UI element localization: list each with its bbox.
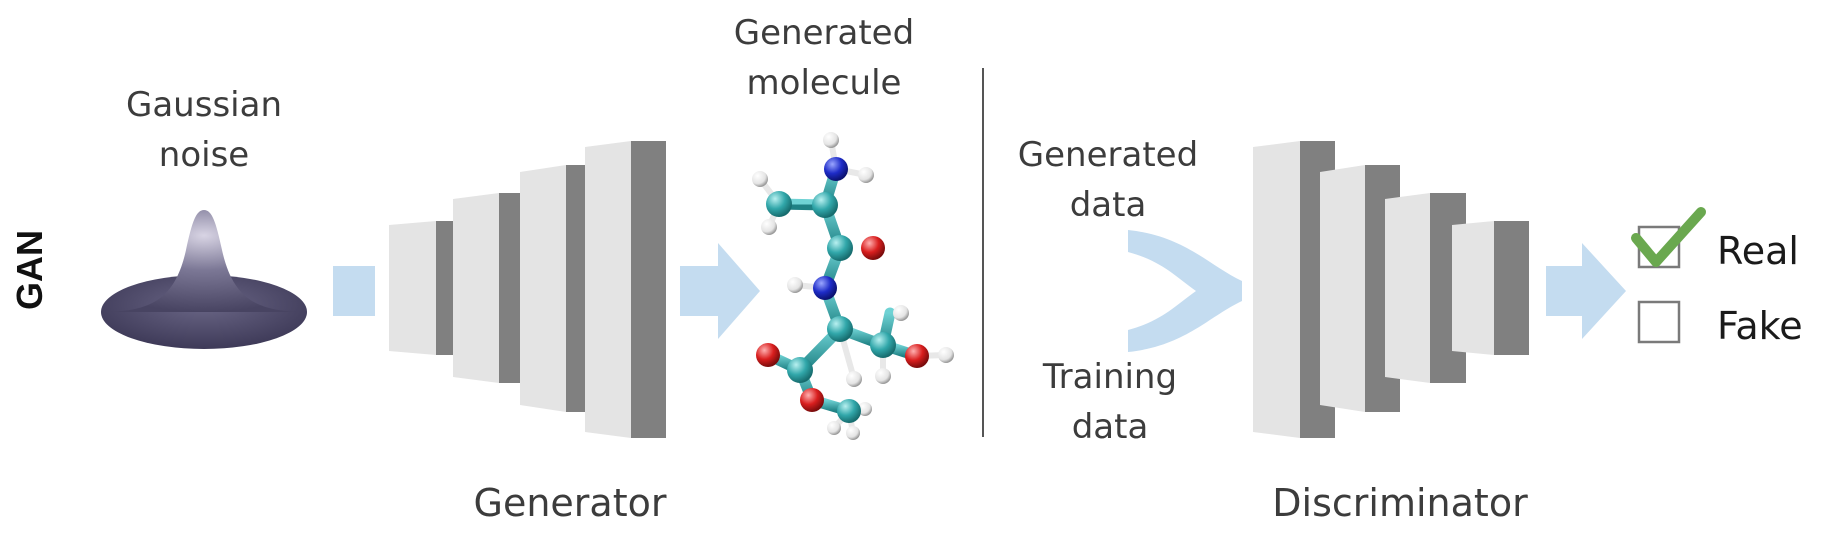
- generator-output-arrow: [680, 243, 760, 339]
- noise-label-line1: Gaussian: [126, 85, 282, 125]
- check-mark-icon: [1631, 207, 1706, 267]
- noise-label: Gaussian noise: [104, 80, 304, 180]
- training-data-label-line1: Training: [1042, 357, 1178, 397]
- generator-label: Generator: [473, 481, 667, 525]
- generated-data-label-line1: Generated: [1017, 135, 1199, 175]
- training-data-label: Training data: [1020, 352, 1200, 452]
- molecule-label-line1: Generated: [733, 13, 915, 53]
- generator-blocks: [389, 141, 666, 438]
- real-option-label: Real: [1717, 229, 1799, 273]
- training-data-label-line2: data: [1071, 407, 1149, 447]
- merge-arrow: [1128, 230, 1242, 352]
- molecule-label-line2: molecule: [746, 63, 902, 103]
- discriminator-blocks: [1253, 141, 1529, 438]
- gan-side-label: GAN: [9, 230, 50, 310]
- generated-data-label-line2: data: [1069, 185, 1147, 225]
- discriminator-label: Discriminator: [1272, 481, 1528, 525]
- generated-molecule: [752, 132, 954, 440]
- fake-option-label: Fake: [1717, 304, 1803, 348]
- fake-checkbox: [1637, 300, 1681, 344]
- discriminator-output-arrow: [1546, 243, 1626, 339]
- noise-label-line2: noise: [158, 135, 250, 175]
- input-arrow: [333, 266, 375, 316]
- molecule-label: Generated molecule: [714, 8, 934, 108]
- generated-data-label: Generated data: [1008, 130, 1208, 230]
- gaussian-noise-shape: [101, 210, 307, 349]
